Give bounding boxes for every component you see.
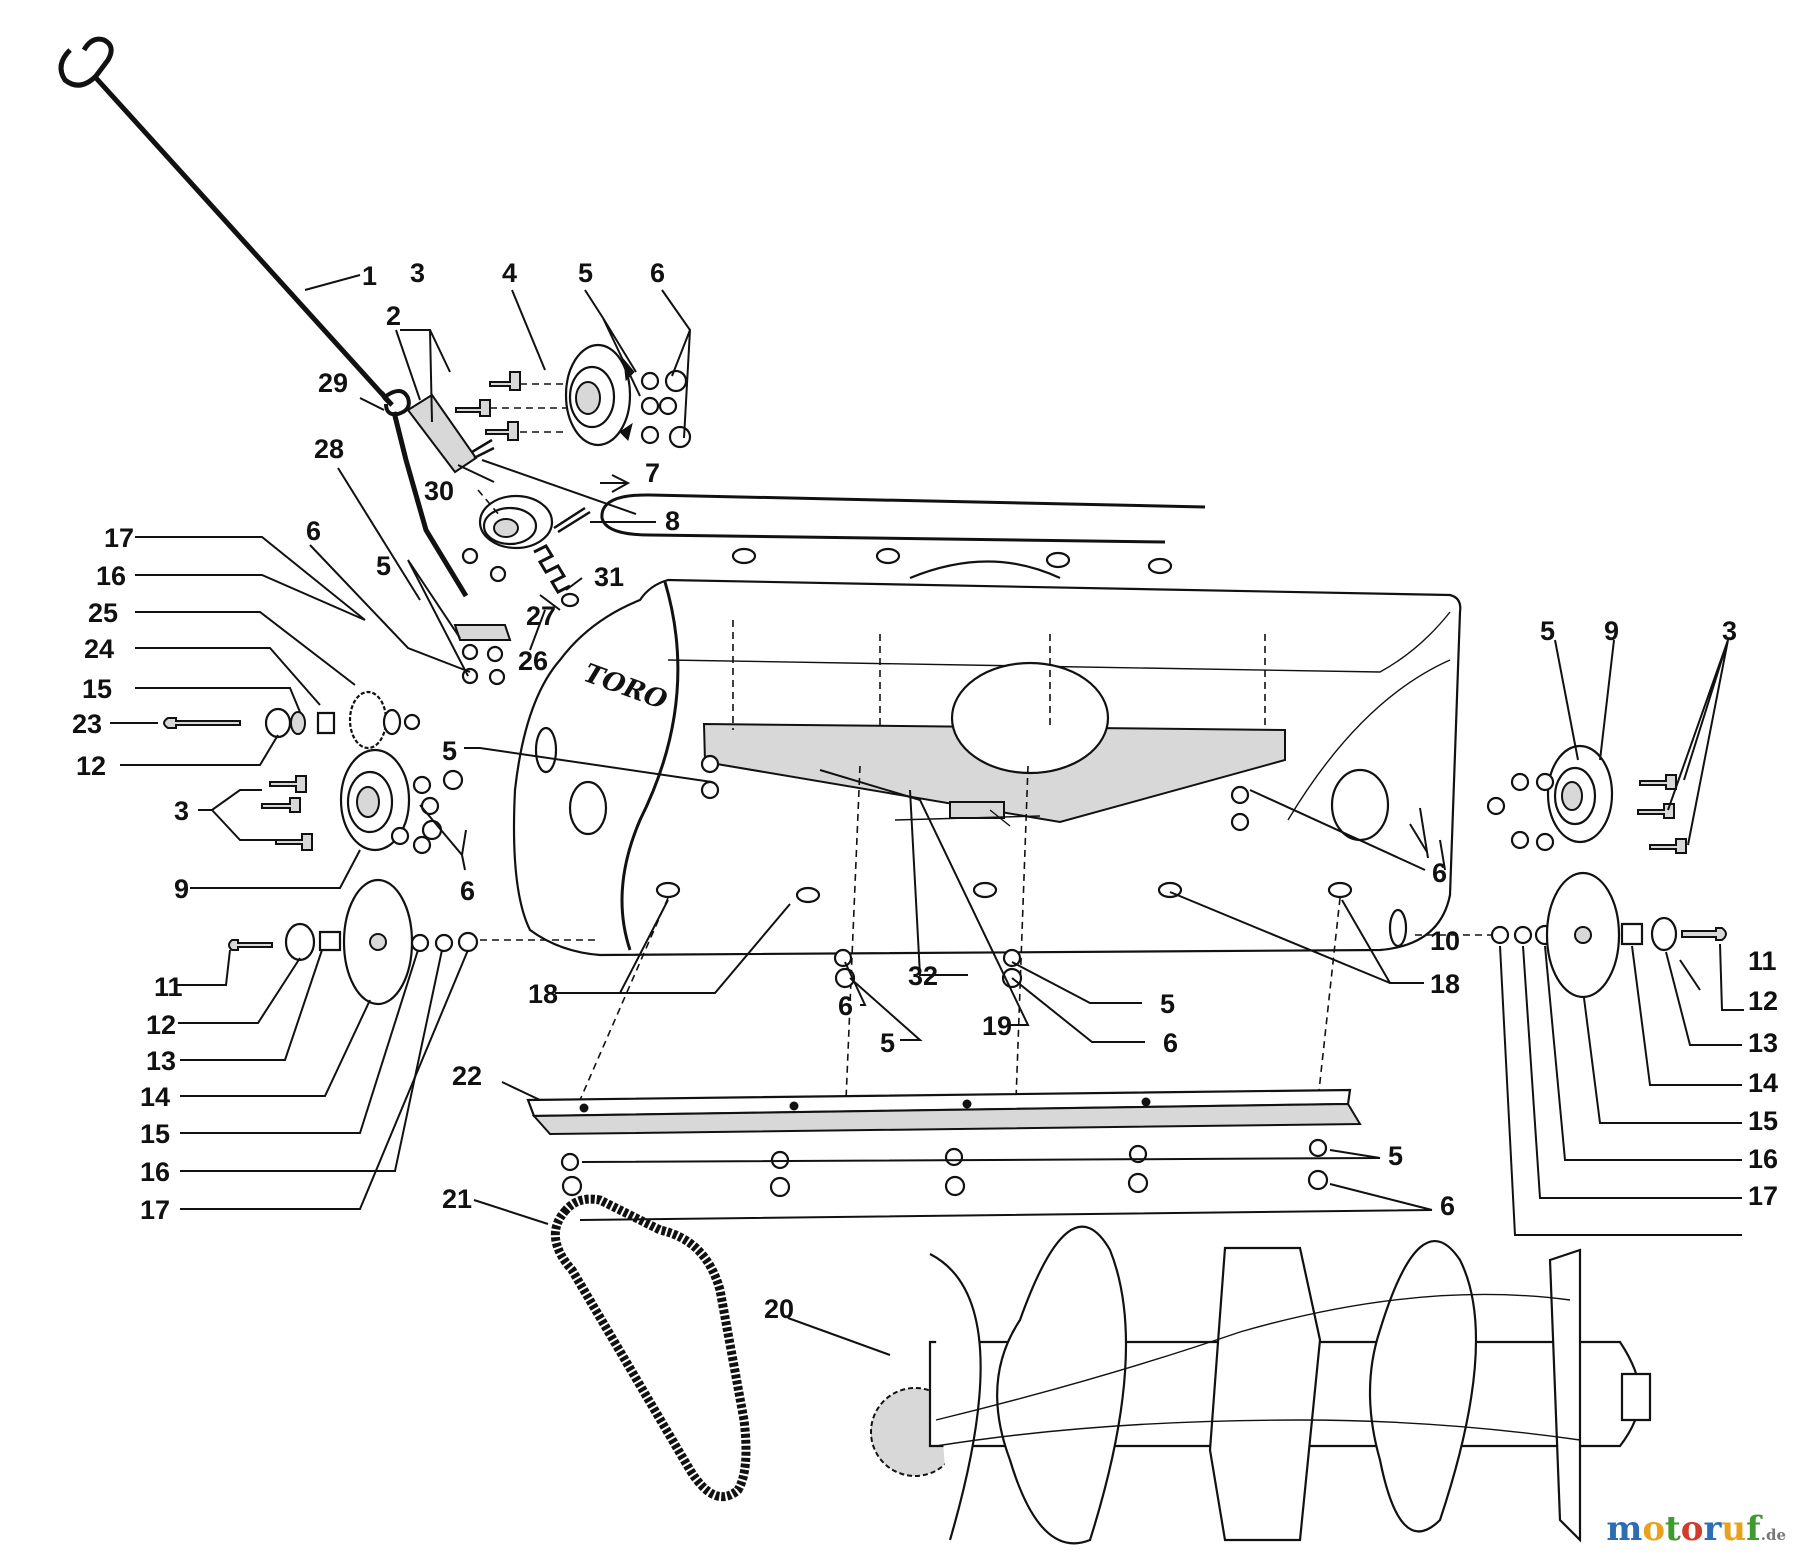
pin-part <box>406 393 478 474</box>
watermark-logo: motoruf.de <box>1606 1509 1786 1549</box>
callout-28: 28 <box>314 434 344 464</box>
callout-6: 6 <box>1432 858 1447 888</box>
scraper-blade <box>526 1088 1362 1198</box>
bearing-flange-right <box>1486 744 1687 854</box>
watermark-text: motoruf <box>1606 1509 1761 1549</box>
callout-2: 2 <box>386 301 401 331</box>
callout-5: 5 <box>1160 989 1175 1019</box>
callout-10: 10 <box>1430 926 1460 956</box>
callout-26: 26 <box>518 646 548 676</box>
callout-29: 29 <box>318 368 348 398</box>
callout-1: 1 <box>362 261 377 291</box>
callout-32: 32 <box>908 961 938 991</box>
callout-6: 6 <box>1163 1028 1178 1058</box>
callout-11: 11 <box>154 972 183 1002</box>
pulley-assembly <box>477 489 580 608</box>
callout-12: 12 <box>76 751 106 781</box>
callout-11: 11 <box>1748 946 1777 976</box>
bearing-housing-top <box>455 343 692 449</box>
callout-31: 31 <box>594 562 624 592</box>
callout-6: 6 <box>838 991 853 1021</box>
bearing-flange-left <box>261 748 464 855</box>
left-wheel-stack <box>228 878 598 1006</box>
callout-22: 22 <box>452 1061 482 1091</box>
callout-25: 25 <box>88 598 118 628</box>
callout-23: 23 <box>72 709 102 739</box>
callout-15: 15 <box>82 674 112 704</box>
callout-15: 15 <box>1748 1106 1778 1136</box>
housing-bolts <box>579 547 1353 1101</box>
callout-17: 17 <box>140 1195 170 1225</box>
callout-24: 24 <box>84 634 114 664</box>
callout-6: 6 <box>306 516 321 546</box>
callout-12: 12 <box>1748 986 1778 1016</box>
callout-15: 15 <box>140 1119 170 1149</box>
callout-13: 13 <box>1748 1028 1778 1058</box>
auger <box>870 1225 1652 1545</box>
callout-9: 9 <box>1604 616 1619 646</box>
leader-lines <box>110 274 1744 1356</box>
callout-18: 18 <box>528 979 558 1009</box>
callout-labels: 1 2 3 3 4 5 6 29 28 30 7 8 27 31 17 16 2… <box>72 258 1778 1324</box>
left-shaft-stack <box>163 690 421 750</box>
callout-16: 16 <box>1748 1144 1778 1174</box>
callout-6: 6 <box>460 876 475 906</box>
drive-chain <box>550 1194 751 1502</box>
watermark-suffix: .de <box>1760 1526 1786 1544</box>
callout-16: 16 <box>96 561 126 591</box>
latch-rod <box>600 493 1206 544</box>
callout-13: 13 <box>146 1046 176 1076</box>
callout-5: 5 <box>1388 1141 1403 1171</box>
callout-17: 17 <box>1748 1181 1778 1211</box>
callout-5: 5 <box>442 736 457 766</box>
callout-5: 5 <box>880 1028 895 1058</box>
callout-5: 5 <box>376 551 391 581</box>
callout-4: 4 <box>502 258 517 288</box>
linkage-arm <box>384 389 469 598</box>
callout-14: 14 <box>1748 1068 1778 1098</box>
auger-housing: TORO <box>512 560 1462 957</box>
callout-3: 3 <box>1722 616 1737 646</box>
cotter-pins <box>471 438 591 534</box>
callout-3: 3 <box>174 796 189 826</box>
callout-6: 6 <box>650 258 665 288</box>
callout-14: 14 <box>140 1082 170 1112</box>
callout-6: 6 <box>1440 1191 1455 1221</box>
callout-12: 12 <box>146 1010 176 1040</box>
callout-30: 30 <box>424 476 454 506</box>
callout-27: 27 <box>526 601 556 631</box>
mounting-bracket <box>453 547 512 686</box>
callout-19: 19 <box>982 1011 1012 1041</box>
callout-21: 21 <box>442 1184 472 1214</box>
callout-3: 3 <box>410 258 425 288</box>
callout-17: 17 <box>104 523 134 553</box>
callout-7: 7 <box>645 458 660 488</box>
callout-18: 18 <box>1430 969 1460 999</box>
shift-rod <box>58 36 394 407</box>
callout-5: 5 <box>1540 616 1555 646</box>
callout-5: 5 <box>578 258 593 288</box>
callout-9: 9 <box>174 874 189 904</box>
callout-16: 16 <box>140 1157 170 1187</box>
callout-8: 8 <box>665 506 680 536</box>
right-wheel-stack <box>1415 871 1727 999</box>
callout-20: 20 <box>764 1294 794 1324</box>
